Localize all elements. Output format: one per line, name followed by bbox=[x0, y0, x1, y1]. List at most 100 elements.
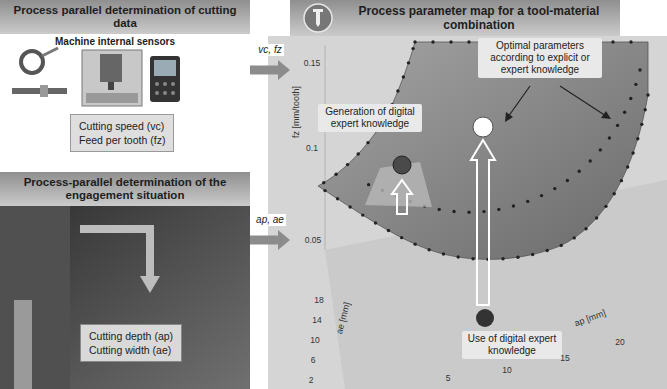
axis-line bbox=[325, 45, 326, 250]
measure-point bbox=[636, 137, 639, 140]
measure-point bbox=[643, 108, 646, 111]
measure-point bbox=[566, 179, 569, 182]
callout-text: Generation of digital expert knowledge bbox=[322, 106, 418, 130]
machine-control bbox=[155, 82, 175, 95]
measure-point bbox=[638, 68, 641, 71]
workpiece-wall bbox=[0, 206, 70, 389]
edge-label: vc, fz bbox=[256, 44, 283, 56]
surface-row bbox=[362, 70, 640, 212]
edge-label: ap, ae bbox=[254, 214, 286, 226]
measure-point bbox=[620, 179, 623, 182]
tool-icon bbox=[304, 4, 332, 32]
machine-control bbox=[154, 60, 176, 76]
marker-dot bbox=[393, 156, 411, 174]
axis-label: 6 bbox=[311, 355, 316, 365]
measure-point bbox=[573, 236, 576, 239]
measure-point bbox=[449, 40, 452, 43]
measure-point bbox=[599, 148, 602, 151]
rod-sensor bbox=[40, 85, 48, 97]
measure-point bbox=[623, 111, 626, 114]
measure-point bbox=[640, 123, 643, 126]
data-arrow bbox=[250, 60, 290, 80]
box-text: Cutting speed (vc) bbox=[79, 119, 165, 133]
measure-point bbox=[616, 124, 619, 127]
measure-point bbox=[553, 187, 556, 190]
leader-line bbox=[508, 86, 606, 117]
measure-point bbox=[336, 197, 339, 200]
plot-ground bbox=[268, 36, 667, 389]
measure-point bbox=[467, 40, 470, 43]
measure-point bbox=[361, 213, 364, 216]
data-box: Cutting depth (ap)Cutting width (ae) bbox=[80, 324, 182, 362]
measure-point bbox=[323, 189, 326, 192]
measure-point bbox=[595, 216, 598, 219]
axis-label: 20 bbox=[615, 337, 624, 347]
measure-point bbox=[467, 211, 470, 214]
panel-header: Process-parallel determination of the en… bbox=[0, 172, 250, 206]
measure-point bbox=[497, 208, 500, 211]
ring-sensor bbox=[42, 48, 58, 56]
measure-point bbox=[367, 183, 370, 186]
axis-label: 5 bbox=[446, 373, 451, 383]
rod-sensor bbox=[12, 88, 67, 94]
data-arrow bbox=[250, 230, 290, 250]
measure-point bbox=[629, 97, 632, 100]
axis-label: 2 bbox=[309, 375, 314, 385]
milling-tool bbox=[14, 300, 32, 389]
axis-label: fz [mm/tooth] bbox=[291, 86, 301, 138]
measure-point bbox=[611, 40, 614, 43]
measure-point bbox=[366, 141, 369, 144]
panel-header: Process parallel determination of cuttin… bbox=[0, 0, 250, 34]
axis-label: 0.1 bbox=[306, 143, 318, 153]
measure-point bbox=[413, 242, 416, 245]
axis-label: 14 bbox=[312, 315, 321, 325]
callout-text: Optimal parameters according to explicit… bbox=[482, 40, 598, 76]
machine-tool bbox=[100, 54, 122, 82]
measure-point bbox=[501, 257, 504, 260]
hollow-arrow bbox=[392, 180, 412, 214]
marker-dot bbox=[476, 309, 494, 327]
box-text: Cutting depth (ap) bbox=[89, 329, 173, 343]
axis-label: 10 bbox=[310, 335, 319, 345]
panel: Process parameter map for a tool-materia… bbox=[290, 0, 667, 389]
measure-point bbox=[407, 61, 410, 64]
measure-point bbox=[400, 236, 403, 239]
machine-tool bbox=[86, 93, 138, 103]
measure-point bbox=[348, 205, 351, 208]
measure-point bbox=[608, 136, 611, 139]
measure-point bbox=[411, 47, 414, 50]
measure-point bbox=[516, 255, 519, 258]
tool-icon bbox=[313, 9, 323, 27]
measure-point bbox=[631, 151, 634, 154]
axis-label: 15 bbox=[560, 353, 569, 363]
tool-path bbox=[80, 229, 150, 276]
callout: Optimal parameters according to explicit… bbox=[478, 38, 602, 78]
box-text: Cutting width (ae) bbox=[89, 343, 173, 357]
measure-point bbox=[545, 249, 548, 252]
measure-point bbox=[402, 75, 405, 78]
measure-point bbox=[626, 165, 629, 168]
measure-point bbox=[560, 244, 563, 247]
measure-point bbox=[526, 200, 529, 203]
measure-point bbox=[540, 194, 543, 197]
machine-control bbox=[150, 56, 180, 102]
axis-label: 0.15 bbox=[304, 58, 321, 68]
measure-point bbox=[356, 152, 359, 155]
ring-sensor bbox=[21, 51, 43, 73]
hollow-arrow bbox=[471, 140, 495, 305]
panel: Process-parallel determination of the en… bbox=[0, 172, 250, 389]
measure-point bbox=[629, 40, 632, 43]
measure-point bbox=[512, 204, 515, 207]
axis-label: 0.05 bbox=[305, 235, 322, 245]
axis-label: 10 bbox=[502, 365, 511, 375]
measure-point bbox=[634, 83, 637, 86]
measure-point bbox=[452, 210, 455, 213]
measure-point bbox=[613, 192, 616, 195]
measure-point bbox=[482, 210, 485, 213]
callout: Use of digital expert knowledge bbox=[462, 331, 562, 359]
machine-tool bbox=[82, 50, 142, 106]
measure-point bbox=[442, 252, 445, 255]
measure-point bbox=[531, 253, 534, 256]
measure-point bbox=[413, 40, 416, 43]
box-text: Feed per tooth (fz) bbox=[79, 133, 165, 147]
